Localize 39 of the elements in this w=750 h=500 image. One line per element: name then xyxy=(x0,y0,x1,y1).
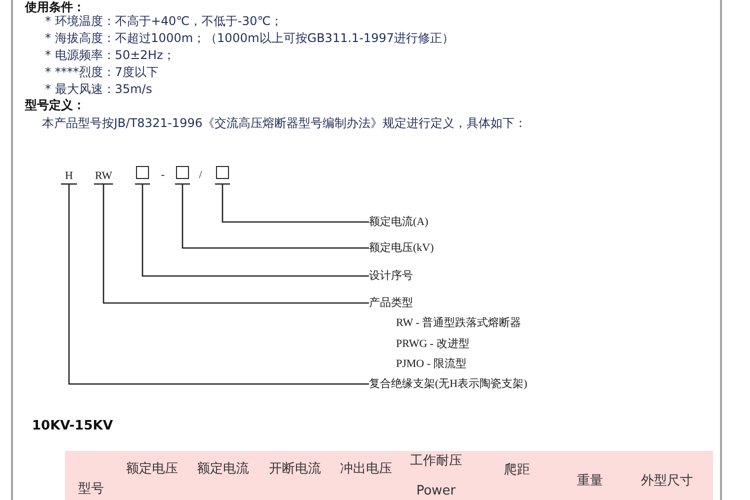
list-item: * 电源频率：50±2Hz； xyxy=(45,48,176,62)
section-heading: 型号定义： xyxy=(25,98,85,112)
code-letter: H xyxy=(62,169,76,184)
code-note: PRWG - 改进型 xyxy=(396,337,470,351)
placeholder-box xyxy=(176,166,189,179)
callout-label: 额定电压(kV) xyxy=(369,241,434,255)
leader-line xyxy=(60,183,370,385)
callout-label: 设计序号 xyxy=(369,269,413,283)
placeholder-box xyxy=(216,166,229,179)
leader-line xyxy=(174,183,370,249)
list-item: * 最大风速：35m/s xyxy=(45,82,152,96)
leader-line xyxy=(93,183,370,304)
list-item: * 环境温度：不高于+40℃，不低于-30℃； xyxy=(45,14,283,28)
callout-label: 复合绝缘支架(无H表示陶瓷支架) xyxy=(369,377,528,391)
code-note: RW - 普通型跌落式熔断器 xyxy=(396,316,522,330)
column-header: Power xyxy=(416,484,456,498)
column-header: 额定电流 xyxy=(197,462,249,476)
column-header: 工作耐压 xyxy=(410,454,462,468)
column-header: 额定电压 xyxy=(126,462,178,476)
column-header: 外型尺寸 xyxy=(641,474,693,488)
column-header: 冲出电压 xyxy=(340,462,392,476)
column-header: 重量 xyxy=(577,474,603,488)
column-header: 爬距 xyxy=(504,462,530,478)
section-heading: 10KV-15KV xyxy=(32,418,113,434)
code-letter: RW xyxy=(95,169,112,184)
list-item: * ****烈度：7度以下 xyxy=(45,65,158,79)
column-header: 开断电流 xyxy=(269,462,321,476)
code-note: PJMO - 限流型 xyxy=(396,357,466,371)
separator-sign: / xyxy=(199,168,202,182)
list-item: * 海拔高度：不超过1000m；（1000m以上可按GB311.1-1997进行修正） xyxy=(45,31,454,45)
callout-label: 额定电流(A) xyxy=(369,215,428,229)
leader-line xyxy=(214,183,370,223)
callout-label: 产品类型 xyxy=(369,296,413,310)
separator-sign: - xyxy=(161,168,165,182)
placeholder-box xyxy=(136,166,149,179)
column-header: 型号 xyxy=(78,482,104,496)
leader-line xyxy=(134,183,370,277)
paragraph: 本产品型号按JB/T8321-1996《交流高压熔断器型号编制办法》规定进行定义，具体如下： xyxy=(42,116,527,130)
section-heading: 使用条件： xyxy=(25,0,85,14)
